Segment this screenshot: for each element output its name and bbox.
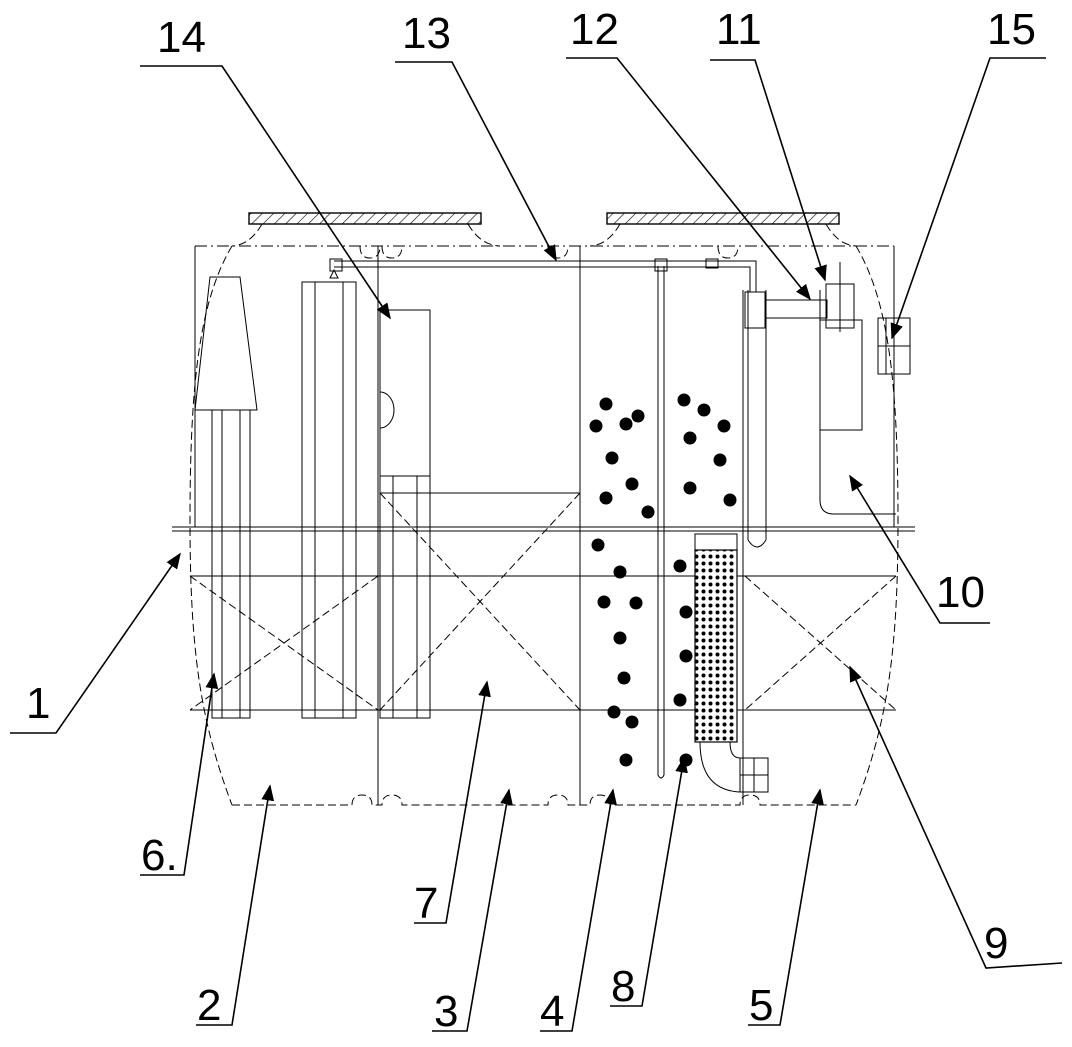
- tank-body: [172, 212, 915, 806]
- inlet-pipe: [211, 409, 251, 719]
- outlet-pipe: [764, 299, 828, 319]
- callout-9: 9: [984, 919, 1008, 968]
- leader-lines: [10, 57, 1063, 1032]
- media-ball: [617, 671, 631, 685]
- media-ball: [679, 753, 693, 767]
- media-ball: [629, 596, 643, 610]
- inlet-hopper: [194, 276, 258, 411]
- media-ball: [683, 481, 697, 495]
- callout-10: 10: [936, 568, 985, 617]
- air-supply-pipe: [329, 258, 757, 292]
- clear-water-chamber: [744, 262, 911, 711]
- callout-15: 15: [987, 5, 1036, 54]
- membrane-mesh: [694, 549, 738, 743]
- left-manhole-cover: [248, 212, 482, 225]
- callout-14: 14: [157, 13, 206, 62]
- membrane-top-cap: [694, 533, 738, 551]
- aerobic-media-balls: [589, 393, 737, 767]
- filter-chamber: [379, 309, 581, 719]
- media-ball: [625, 715, 639, 729]
- media-ball: [641, 505, 655, 519]
- media-ball: [599, 397, 613, 411]
- callout-2: 2: [197, 981, 221, 1030]
- media-ball: [599, 491, 613, 505]
- outlet-tank: [819, 290, 896, 515]
- media-ball: [619, 417, 633, 431]
- media-ball: [679, 605, 693, 619]
- media-ball: [677, 393, 691, 407]
- filter-column: [379, 475, 431, 719]
- media-ball: [613, 565, 627, 579]
- callout-13: 13: [402, 9, 451, 58]
- right-manhole-cover: [606, 212, 840, 225]
- baffle-column: [301, 281, 357, 719]
- media-ball: [607, 705, 621, 719]
- callout-6: 6.: [141, 831, 178, 880]
- media-ball: [605, 451, 619, 465]
- anaerobic-chamber: [189, 276, 379, 719]
- media-ball: [683, 431, 697, 445]
- callout-8: 8: [611, 962, 635, 1011]
- media-ball: [591, 538, 605, 552]
- media-ball: [673, 693, 687, 707]
- air-lift-box: [379, 309, 431, 477]
- media-ball: [631, 409, 645, 423]
- media-ball: [597, 595, 611, 609]
- media-ball: [723, 493, 737, 507]
- callout-labels: 1 2 3 4 5 6. 7 8 9 10 11 12 13 14 15: [26, 5, 1036, 1036]
- callout-7: 7: [414, 879, 438, 928]
- callout-3: 3: [434, 987, 458, 1036]
- media-ball: [717, 419, 731, 433]
- callout-11: 11: [716, 5, 762, 54]
- media-ball: [679, 649, 693, 663]
- callout-12: 12: [570, 5, 619, 54]
- callout-4: 4: [540, 987, 564, 1036]
- membrane-module: [694, 533, 769, 793]
- callout-5: 5: [749, 981, 773, 1030]
- aeration-pipe: [657, 266, 665, 779]
- media-ball: [619, 753, 633, 767]
- media-ball: [713, 453, 727, 467]
- media-ball: [625, 477, 639, 491]
- media-ball: [673, 559, 687, 573]
- membrane-elbow: [699, 741, 741, 793]
- inlet-hole: [379, 391, 395, 429]
- media-ball: [589, 419, 603, 433]
- media-ball: [697, 403, 711, 417]
- callout-1: 1: [26, 679, 50, 728]
- media-ball: [613, 631, 627, 645]
- partitions: [377, 246, 744, 805]
